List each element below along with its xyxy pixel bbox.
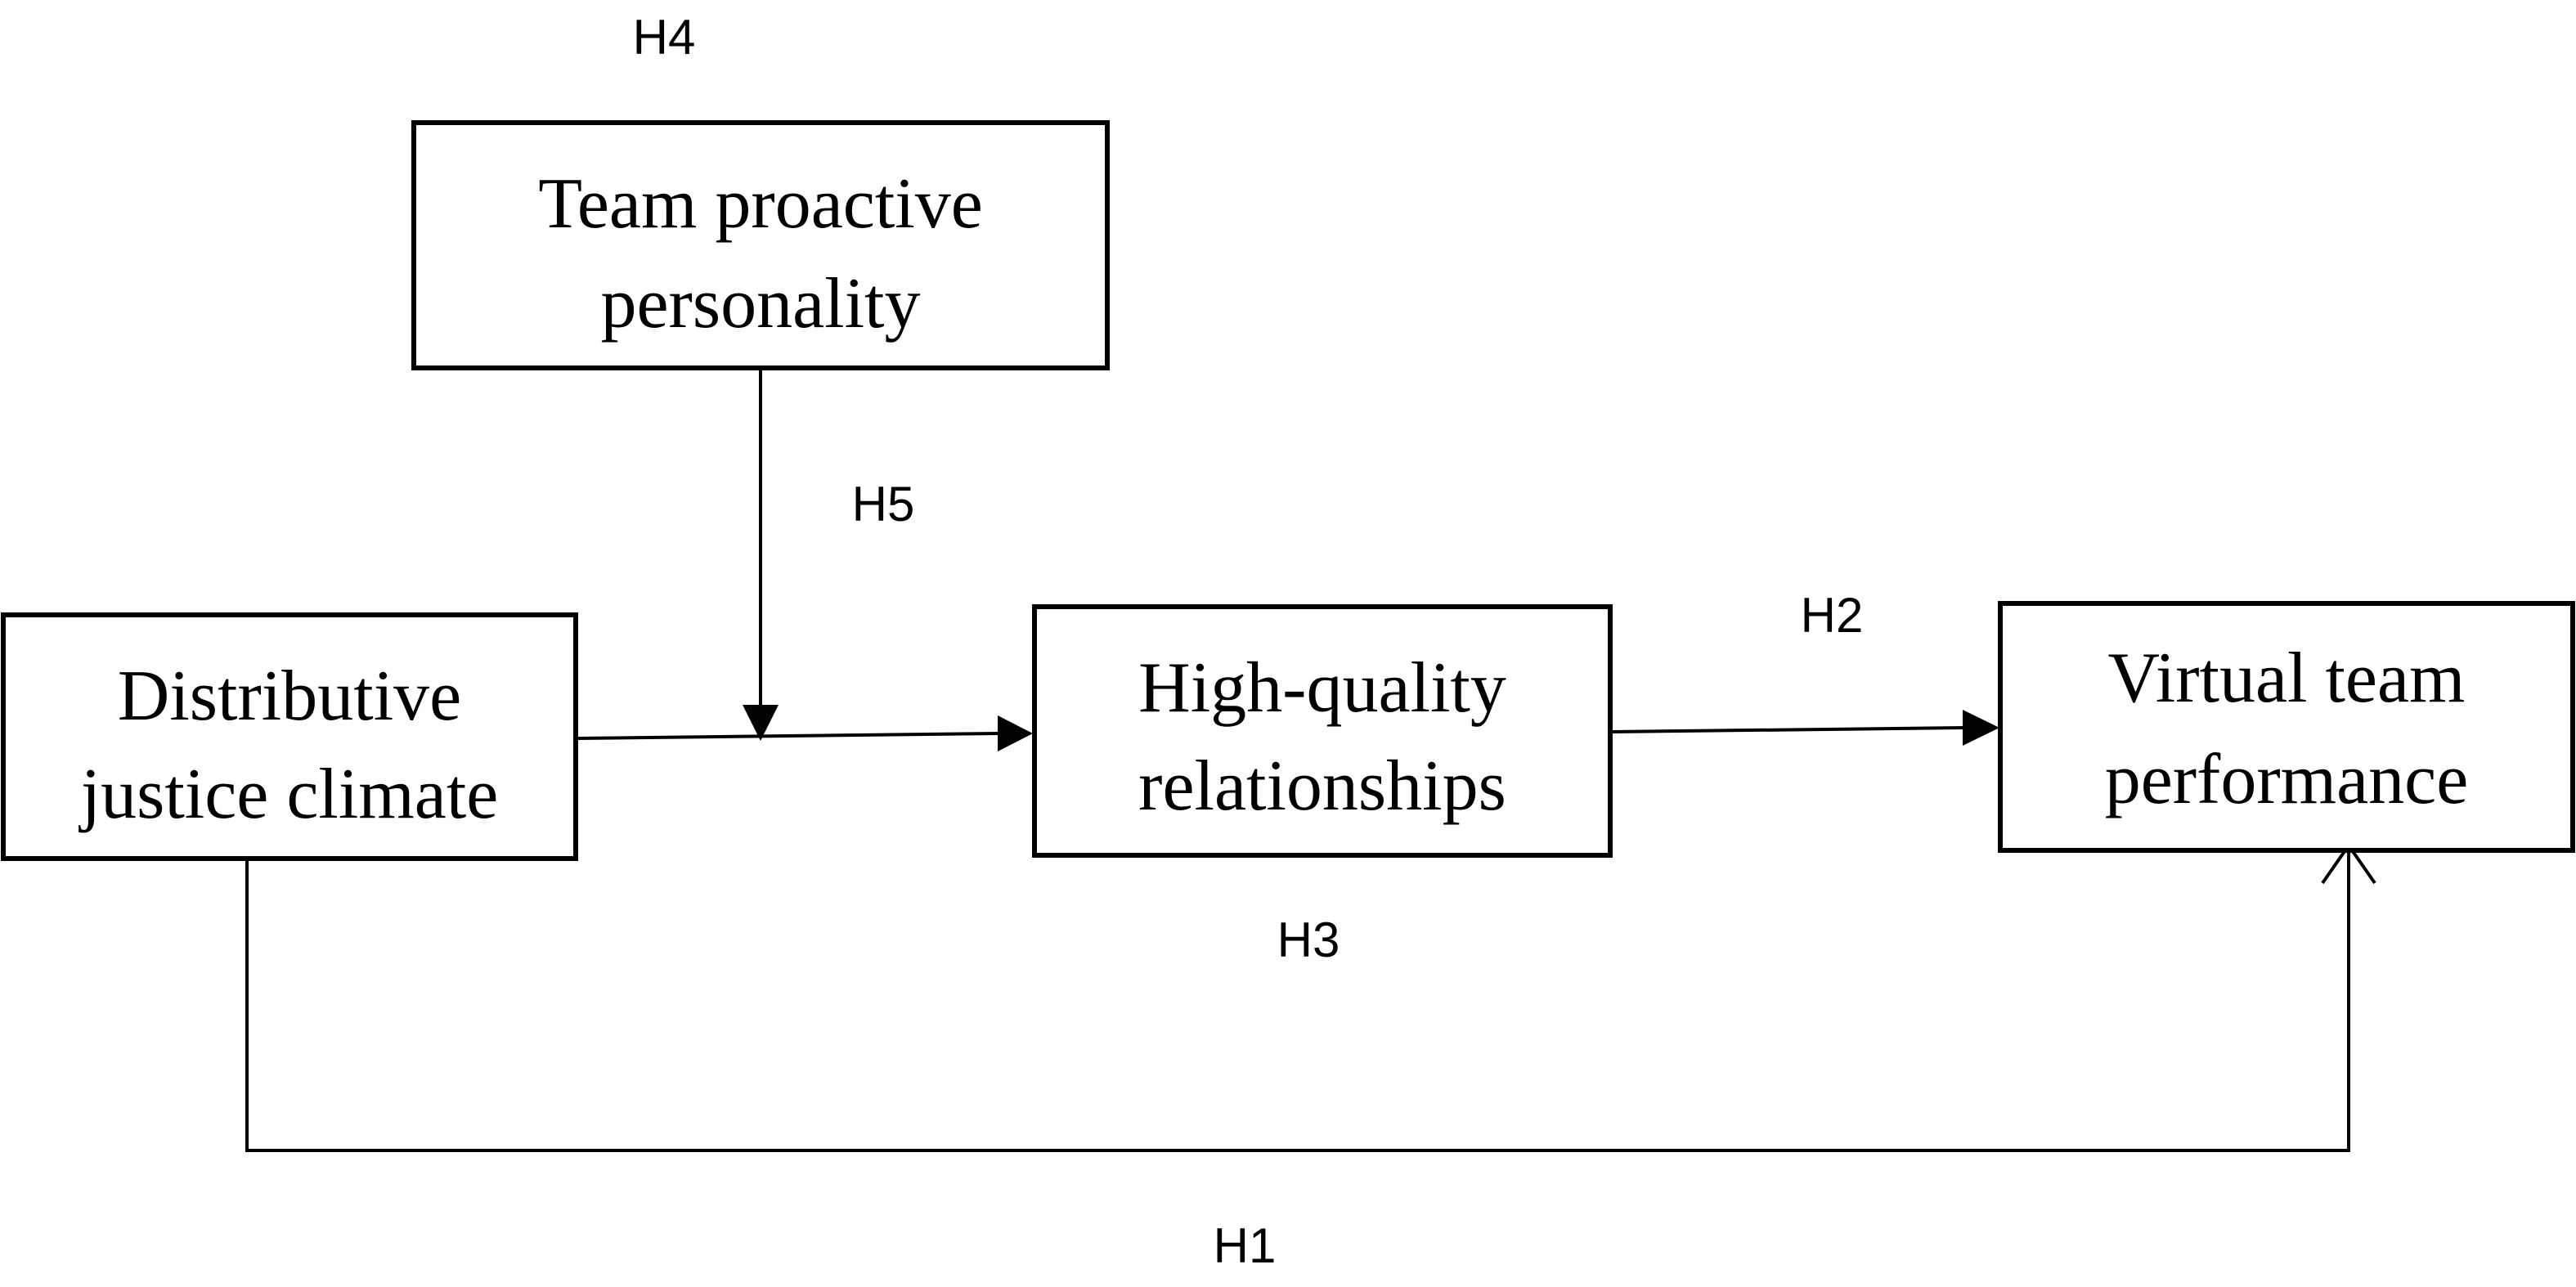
djc-to-vtp-direct-line (245, 841, 2350, 1152)
h4-label: H4 (633, 10, 696, 65)
moderation-arrowhead (743, 705, 779, 741)
high-quality-relationships-box (1032, 604, 1613, 858)
team-proactive-personality-box (411, 120, 1110, 370)
hqr-to-vtp-line (1611, 726, 1965, 733)
hqr-to-vtp-arrowhead (1963, 710, 1999, 746)
high-quality-relationships-line1: High-quality (1138, 648, 1506, 728)
virtual-team-performance-box (1998, 601, 2575, 853)
high-quality-relationships-line2: relationships (1138, 747, 1506, 826)
h3-label: H3 (1277, 913, 1340, 967)
h1-label: H1 (1214, 1218, 1277, 1273)
virtual-team-performance-line2: performance (2105, 740, 2469, 819)
djc-to-hqr-arrowhead (998, 715, 1033, 751)
node-virtual-team-performance: Virtual team performance (1998, 601, 2575, 853)
virtual-team-performance-line1: Virtual team (2108, 639, 2466, 718)
node-distributive-justice-climate: Distributive justice climate (1, 612, 578, 861)
distributive-justice-climate-line1: Distributive (118, 657, 461, 736)
node-team-proactive-personality: Team proactive personality (411, 120, 1110, 370)
h5-label: H5 (852, 477, 915, 531)
distributive-justice-climate-line2: justice climate (79, 755, 499, 834)
h2-label: H2 (1801, 588, 1864, 643)
team-proactive-personality-line1: Team proactive (538, 164, 983, 244)
team-proactive-personality-line2: personality (600, 264, 920, 343)
node-high-quality-relationships: High-quality relationships (1032, 604, 1613, 858)
djc-to-hqr-line (577, 732, 1000, 740)
distributive-justice-climate-box (1, 612, 578, 861)
